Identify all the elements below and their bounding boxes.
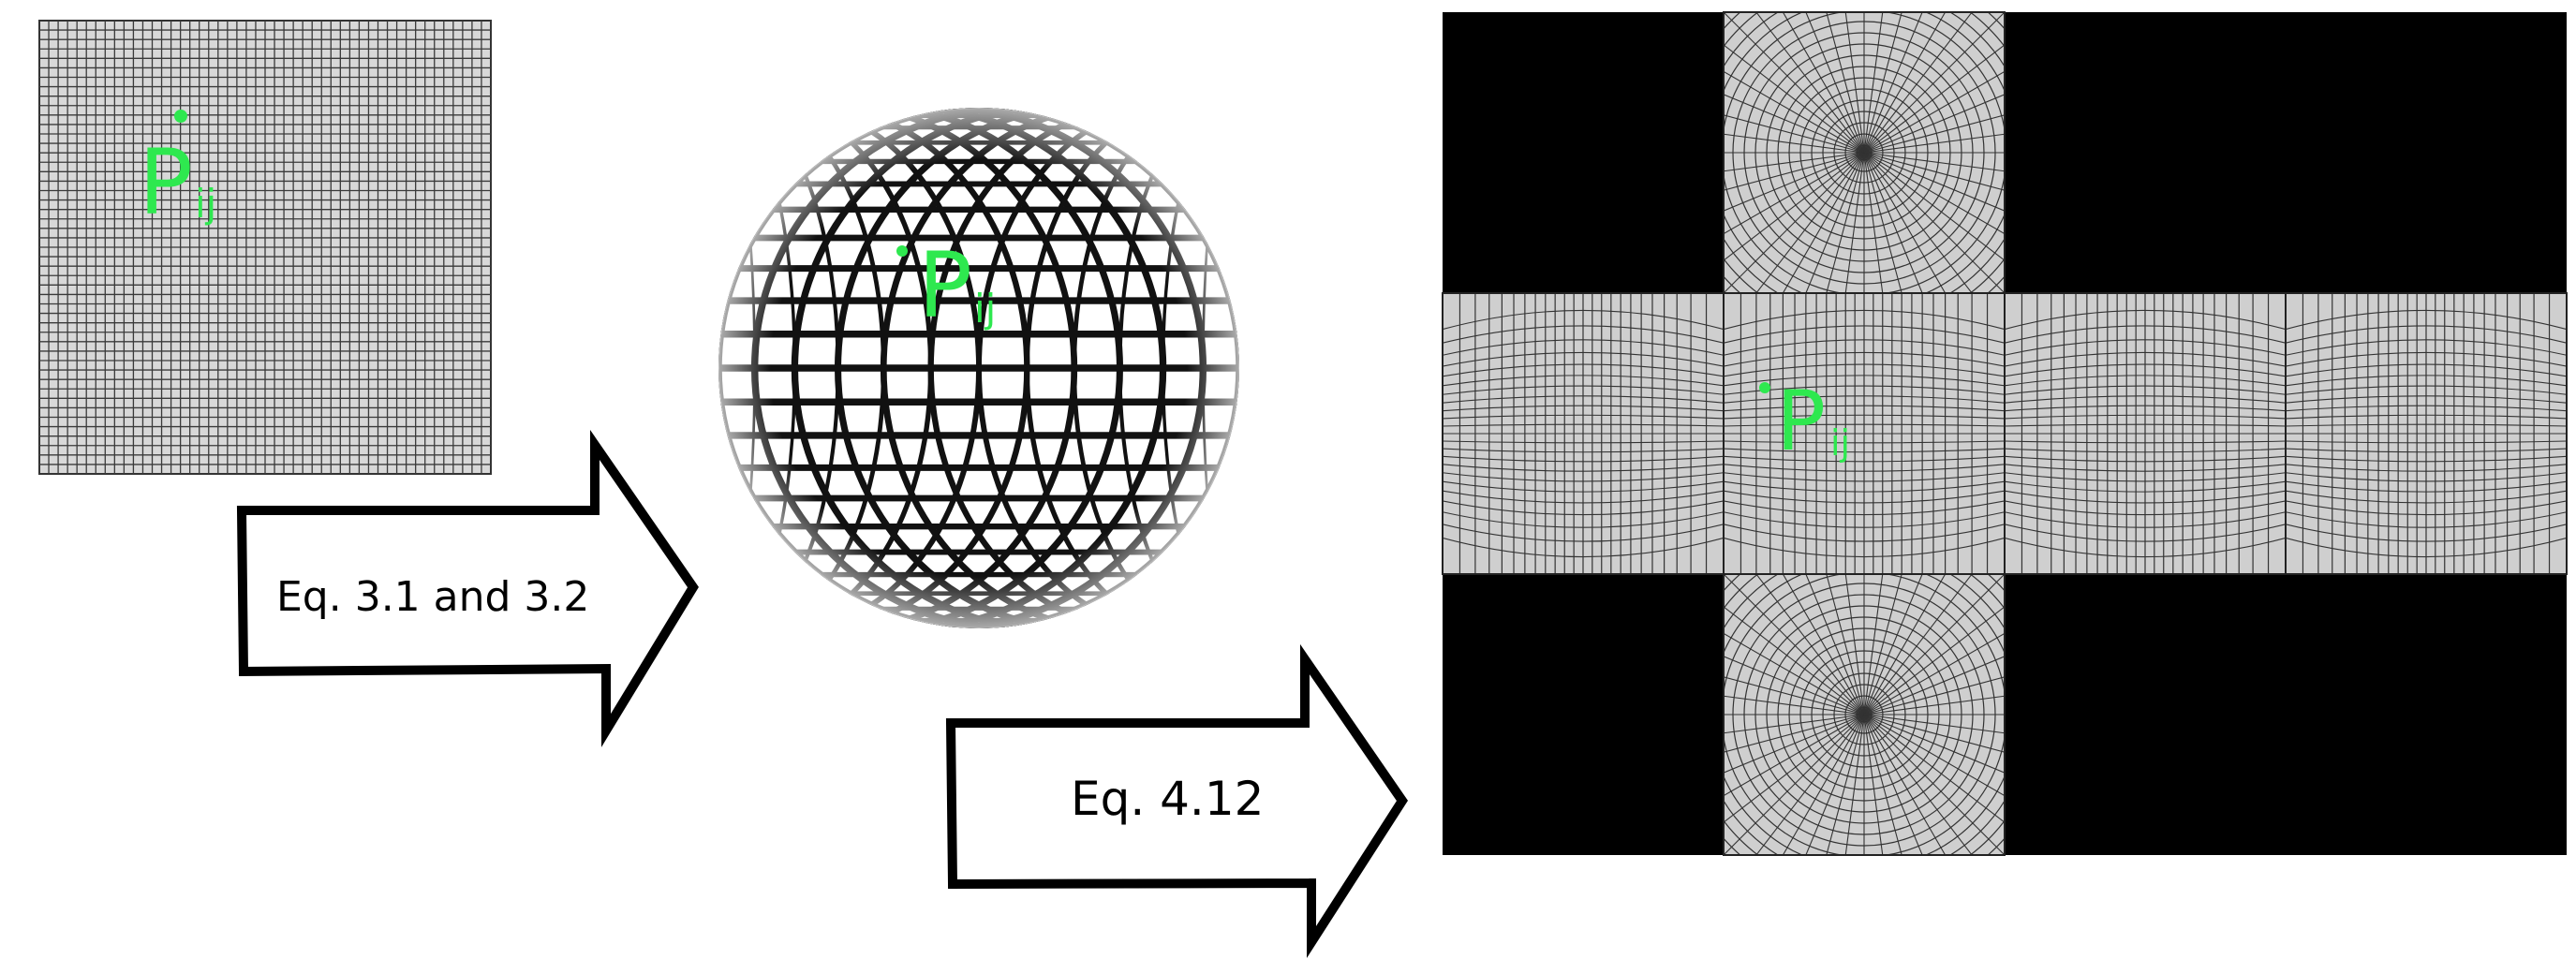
sphere-point-marker [896, 245, 908, 257]
cube-map-point-subscript: ij [1830, 422, 1850, 464]
arrow-shape [236, 429, 699, 747]
flat-grid-point-subscript: ij [195, 181, 216, 227]
cube-map-panel: P ij [1442, 11, 2568, 856]
cube-face-back [2285, 292, 2568, 575]
cube-map-point-marker [1759, 382, 1770, 393]
cube-face-front [1723, 292, 2006, 575]
cube-map-point-label: P [1776, 373, 1826, 469]
sphere-panel: P ij [718, 108, 1239, 628]
cube-face-bottom [1723, 573, 2006, 856]
arrow-eq-4-12: Eq. 4.12 [945, 643, 1409, 959]
sphere-point-subscript: ij [974, 286, 996, 332]
cube-map-faces [1442, 11, 2568, 856]
flat-grid-point-marker [174, 110, 187, 123]
sphere-point-label: P [918, 233, 972, 338]
cube-face-left [1442, 292, 1725, 575]
arrow-eq-3-1-and-3-2: Eq. 3.1 and 3.2 [236, 429, 699, 747]
flat-grid-point-label: P [139, 130, 193, 235]
cube-face-right [2004, 292, 2287, 575]
sphere-edge-fade [718, 108, 1239, 628]
flat-grid-lines [39, 21, 491, 474]
arrow-label: Eq. 4.12 [1071, 772, 1264, 826]
flat-grid-panel: P ij [38, 20, 492, 475]
arrow-label: Eq. 3.1 and 3.2 [276, 573, 589, 621]
cube-face-top [1723, 11, 2006, 294]
arrow-shape [945, 643, 1409, 959]
